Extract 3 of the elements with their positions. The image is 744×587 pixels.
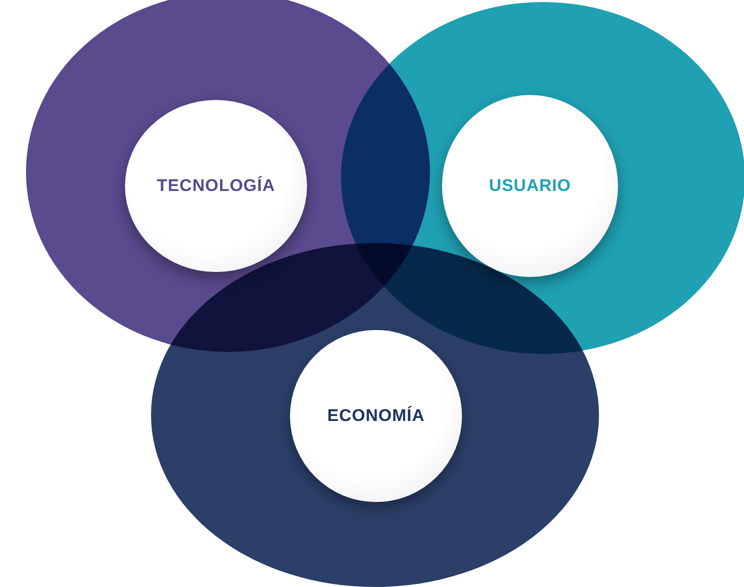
category-label: ECONOMÍA <box>327 406 425 426</box>
category-label: TECNOLOGÍA <box>156 176 276 196</box>
category-label: USUARIO <box>489 176 571 196</box>
